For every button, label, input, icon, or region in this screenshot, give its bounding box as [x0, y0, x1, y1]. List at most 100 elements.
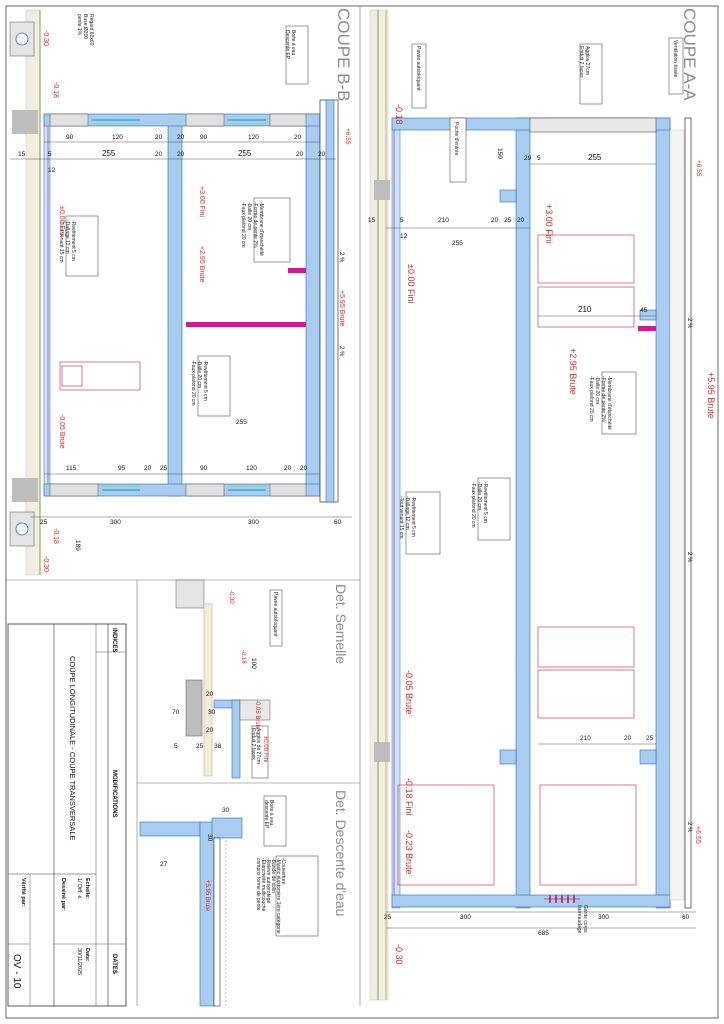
- svg-text:-0.18: -0.18: [394, 104, 404, 125]
- svg-text:189: 189: [74, 540, 81, 551]
- svg-text:30: 30: [222, 807, 230, 814]
- svg-text:45: 45: [640, 307, 648, 314]
- svg-text:Pavée autobloquant: Pavée autobloquant: [272, 592, 278, 637]
- svg-text:-Revêtement 5 cm-Dallage 12 cm: -Revêtement 5 cm-Dallage 12 cm-Tout vena…: [398, 496, 416, 539]
- svg-text:20: 20: [206, 727, 214, 734]
- label-couverture: -Couverture-Mastic élastomère 1ère catég…: [255, 855, 319, 937]
- semelle-agglos: [239, 699, 271, 721]
- door-bb-upper: [61, 365, 83, 387]
- svg-text:-0.05 Brute: -0.05 Brute: [58, 414, 65, 449]
- acrotere-bb: [325, 99, 335, 503]
- svg-text:2 %: 2 %: [686, 318, 692, 329]
- beam-3: [499, 749, 517, 765]
- section-bb: COUPE B-B Regard 60x60Buse Ø200pente 1% …: [9, 8, 353, 576]
- dessine-label: Dessiné par:: [60, 878, 66, 911]
- svg-text:+6.55: +6.55: [695, 160, 702, 177]
- svg-text:25: 25: [384, 914, 392, 921]
- svg-text:95: 95: [118, 465, 126, 472]
- fascia-bb-2: [288, 268, 306, 273]
- svg-text:255: 255: [452, 240, 463, 247]
- svg-text:+6.55: +6.55: [344, 128, 351, 145]
- svg-text:-0.18 Fini: -0.18 Fini: [404, 778, 414, 816]
- label-regard: Regard 60x60Buse Ø200pente 1%: [76, 14, 94, 46]
- svg-text:210: 210: [578, 305, 592, 314]
- buse-top: [15, 32, 29, 46]
- descente-slab: [139, 821, 201, 837]
- svg-text:255: 255: [588, 153, 602, 162]
- svg-text:20: 20: [517, 217, 525, 224]
- detail-semelle: Det. Semelle Pavée autobloquant Agglos d…: [172, 579, 349, 779]
- svg-text:2 %: 2 %: [686, 552, 692, 563]
- svg-text:-Membrane d'étanchéité-Forme d: -Membrane d'étanchéité-Forme de pente 2%…: [588, 376, 612, 430]
- note-roof-aa: -Membrane d'étanchéité-Forme de pente 2%…: [588, 371, 637, 435]
- dimensions-semelle: 100 70 20 30 20 5 25 38: [172, 658, 257, 750]
- svg-text:-0.23 Brute: -0.23 Brute: [404, 830, 414, 875]
- svg-text:29: 29: [524, 155, 532, 162]
- detail-descente-title: Det. Descente d'eau: [333, 790, 349, 916]
- svg-text:38: 38: [214, 743, 222, 750]
- slab-bb-roof: [305, 113, 321, 497]
- svg-text:685: 685: [538, 930, 549, 937]
- svg-text:20: 20: [318, 151, 326, 158]
- svg-text:-0.18: -0.18: [240, 650, 246, 664]
- label-pavee: Pavée autobloquant: [411, 43, 427, 109]
- svg-text:20: 20: [155, 151, 163, 158]
- label-boite-descente: Boite à eaudescente EP: [263, 795, 287, 847]
- note-roof-bb: -Membrane d'étanchéité-Forme de pente 2%…: [240, 197, 291, 263]
- label-boite-bb: Boite à eauDescente EP: [284, 25, 309, 85]
- dimensions-bb: 90 120 20 20 90 120 20 15 5 255 20 20 25…: [18, 134, 342, 551]
- svg-text:20: 20: [296, 151, 304, 158]
- svg-text:210: 210: [438, 217, 449, 224]
- semelle-wall: [231, 699, 241, 779]
- beam-2: [639, 309, 657, 321]
- section-bb-title: COUPE B-B: [334, 8, 353, 102]
- svg-text:Agglos 27cmEnduit 2 faces: Agglos 27cmEnduit 2 faces: [578, 46, 590, 78]
- slab-bb-level-1: [167, 113, 183, 497]
- echelle-label: Echelle:: [84, 878, 90, 899]
- label-agglos: Agglos 27cmEnduit 2 faces: [578, 43, 603, 105]
- wall-bottom: [391, 894, 671, 908]
- railing: [544, 895, 580, 903]
- dim-lines-aa: [386, 163, 696, 929]
- svg-text:100: 100: [250, 658, 257, 669]
- ground-strip: [369, 9, 389, 1001]
- beam-top: [529, 117, 657, 133]
- svg-text:2 %: 2 %: [686, 822, 692, 833]
- svg-text:-Revêtement 5 cm-Dalle 20 cm-F: -Revêtement 5 cm-Dalle 20 cm-Faux plafon…: [470, 482, 488, 528]
- svg-text:5: 5: [400, 217, 404, 224]
- svg-text:-Couverture-Mastic élastomère: -Couverture-Mastic élastomère 1ère catég…: [255, 858, 286, 934]
- svg-text:90: 90: [200, 134, 208, 141]
- svg-text:255: 255: [238, 149, 252, 158]
- svg-text:120: 120: [112, 134, 123, 141]
- label-garde-corps: Garde corpsbarreaudage: [576, 905, 588, 934]
- svg-text:Regard 60x60Buse Ø200pente 1%: Regard 60x60Buse Ø200pente 1%: [76, 14, 94, 46]
- svg-text:25: 25: [504, 217, 512, 224]
- svg-text:5: 5: [537, 155, 541, 162]
- fascia-bb: [186, 322, 306, 327]
- elevations-semelle: -0.30 -0.18 -0.05 Brute ±0.00 Fini: [228, 590, 268, 762]
- svg-text:20: 20: [284, 465, 292, 472]
- svg-text:-Membrane d'étanchéité-Forme d: -Membrane d'étanchéité-Forme de pente 2%…: [240, 202, 264, 256]
- svg-text:120: 120: [248, 134, 259, 141]
- svg-text:300: 300: [598, 914, 609, 921]
- svg-text:+3.00 Fini: +3.00 Fini: [198, 186, 205, 217]
- detail-semelle-title: Det. Semelle: [333, 584, 349, 664]
- note-slab-bb: -Revêtement 5 cm-Dallage 12 cm-Tout vena…: [58, 215, 99, 277]
- footing-2: [374, 742, 390, 762]
- drawing-title: COUPE LONGITUDINALE - COUPE TRANSVERSALE: [68, 656, 77, 841]
- svg-text:-0.30: -0.30: [42, 556, 49, 572]
- parapet: [684, 117, 692, 909]
- semelle-footing: [185, 679, 203, 737]
- svg-text:300: 300: [248, 519, 259, 526]
- svg-text:±0.00 Fini: ±0.00 Fini: [406, 264, 416, 303]
- sheet-number: OV - 10: [11, 954, 22, 989]
- cartouche-modifications: MODIFICATIONS: [111, 770, 117, 818]
- svg-text:25: 25: [40, 519, 48, 526]
- svg-text:-Revêtement 5 cm-Dallage 12 cm: -Revêtement 5 cm-Dallage 12 cm-Tout vena…: [58, 220, 76, 263]
- svg-text:-0.30: -0.30: [228, 590, 234, 604]
- svg-text:20: 20: [294, 134, 302, 141]
- svg-text:27: 27: [160, 861, 168, 868]
- svg-text:60: 60: [682, 914, 690, 921]
- echelle-value: 1/ Diff. é.: [76, 878, 82, 900]
- svg-text:-0.18: -0.18: [52, 82, 59, 98]
